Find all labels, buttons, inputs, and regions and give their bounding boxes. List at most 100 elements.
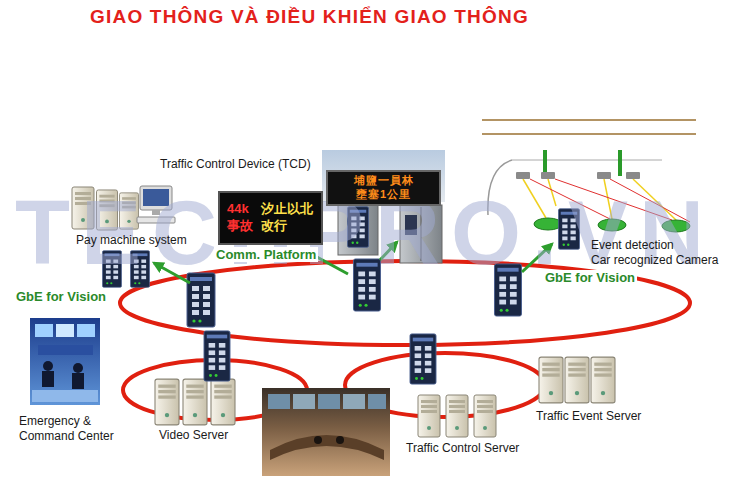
emergency-center-photo: [30, 318, 100, 405]
node-text: Traffic Event Server: [536, 409, 643, 424]
link-arrow: [154, 263, 190, 283]
switch-icon: [348, 207, 369, 248]
node-text: Pay machine system: [76, 233, 188, 248]
server-icon: [183, 379, 207, 425]
node-text: Event detection: [591, 238, 720, 253]
car: [662, 220, 690, 232]
screen: [318, 394, 340, 409]
tcd-scene: [322, 150, 445, 263]
operator: [314, 436, 322, 444]
link-arrow: [522, 244, 552, 272]
text-column: 44k事故: [227, 201, 253, 235]
control-room-photo: [262, 388, 390, 476]
camera: [597, 172, 611, 179]
green-arrows: [154, 242, 552, 283]
road-line: [482, 119, 696, 121]
roadside-cabinet: [338, 200, 378, 255]
keyboard: [137, 217, 175, 223]
node-text: 事故: [227, 218, 253, 235]
text-column: 汐止以北改行: [261, 201, 313, 235]
screen: [343, 394, 365, 409]
node-text: 改行: [261, 218, 313, 235]
switch-icon: [131, 251, 150, 288]
camera-beam: [548, 179, 556, 206]
device-caption: Video Server: [158, 428, 231, 443]
photo-ground: [262, 388, 390, 476]
desk: [270, 435, 384, 460]
camera: [541, 172, 555, 179]
node-text: Emergency & Command Center: [19, 414, 118, 444]
node-text: 壅塞1公里: [336, 188, 431, 202]
device-caption: Emergency & Command Center: [18, 414, 119, 444]
device-label: Traffic Control Device (TCD): [160, 157, 311, 171]
operator: [336, 436, 344, 444]
screen: [35, 324, 53, 337]
server-icon: [120, 193, 139, 229]
switch-icon: [495, 264, 522, 316]
sub-ring: [345, 353, 545, 417]
node-text: Video Server: [159, 428, 230, 443]
cabinet-equipment: [405, 215, 417, 235]
link-label: GbE for Vision: [543, 270, 637, 285]
server-icon: [97, 190, 118, 230]
server-icon: [446, 395, 468, 437]
device-caption: Traffic Event Server: [535, 409, 644, 424]
server-icon: [418, 395, 440, 437]
monitor-stand: [152, 210, 160, 215]
screen: [368, 394, 386, 409]
device-caption: Traffic Control Server: [405, 441, 522, 456]
screen: [293, 394, 315, 409]
camera-gantry: [512, 160, 662, 161]
link-arrow: [380, 242, 397, 260]
link-label: GbE for Vision: [14, 289, 108, 304]
road-scene: [482, 120, 696, 249]
operator: [42, 371, 54, 387]
server-icon: [211, 379, 235, 425]
switch-icon: [410, 334, 436, 384]
text-column: Pay machine system: [76, 233, 188, 248]
camera-pole: [618, 150, 622, 176]
text-column: Traffic Event Server: [536, 409, 643, 424]
switch-icon: [204, 331, 230, 381]
monitor: [140, 186, 172, 210]
led-sign: 埔鹽一員林壅塞1公里: [326, 170, 441, 206]
photo-ground: [30, 318, 100, 405]
device-caption: Event detectionCar recognized Camera: [590, 238, 721, 268]
screen: [56, 324, 74, 337]
node-text: Car recognized Camera: [591, 253, 720, 268]
camera: [516, 172, 530, 179]
switch-icon: [187, 273, 215, 327]
screen: [268, 394, 290, 409]
road-curve: [488, 160, 512, 215]
text-column: Event detectionCar recognized Camera: [591, 238, 720, 268]
ring-switches: [187, 259, 522, 384]
text-column: 埔鹽一員林壅塞1公里: [336, 174, 431, 202]
roadside-cabinet: [400, 205, 442, 263]
monitor-screen: [143, 189, 169, 206]
car: [598, 219, 626, 231]
camera-beam: [610, 179, 690, 222]
cabinet-door: [421, 207, 422, 261]
camera: [626, 172, 640, 179]
road-line: [482, 133, 696, 135]
server-icon: [565, 357, 589, 403]
server-icon: [72, 187, 94, 229]
desk: [32, 390, 98, 402]
platform-label: Comm. Platform: [214, 247, 318, 262]
server-icon: [155, 379, 179, 425]
node-text: 埔鹽一員林: [336, 174, 431, 188]
operator: [43, 361, 53, 371]
device-caption: Pay machine system: [75, 233, 189, 248]
server-icon: [591, 357, 615, 403]
screen: [77, 324, 95, 337]
server-icon: [539, 357, 563, 403]
text-column: Traffic Control Server: [406, 441, 521, 456]
car: [534, 218, 562, 230]
node-text: 44k: [227, 201, 253, 218]
operator: [73, 363, 83, 373]
server-icon: [474, 395, 496, 437]
text-column: Video Server: [159, 428, 230, 443]
switch-icon: [103, 251, 122, 288]
text-column: Emergency & Command Center: [19, 414, 118, 444]
